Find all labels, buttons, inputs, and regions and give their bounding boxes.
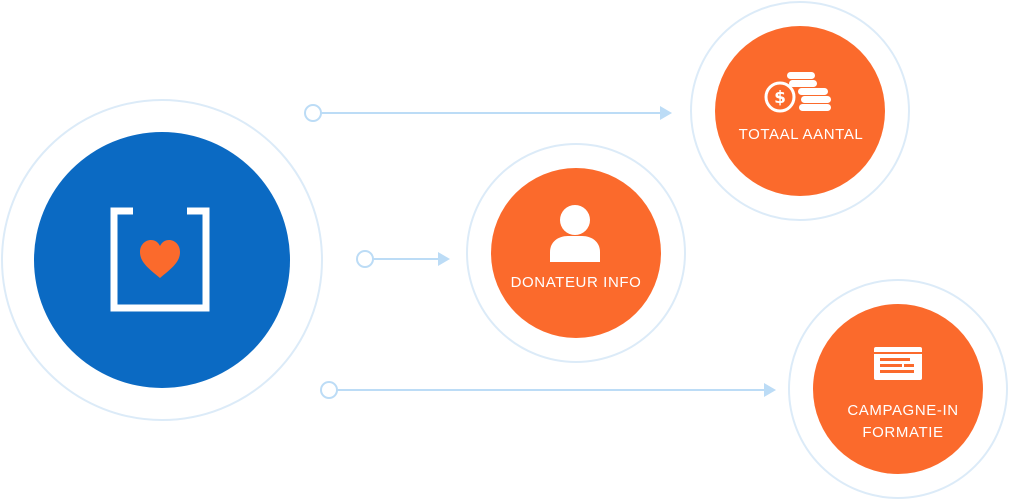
connector-to-totaal (304, 104, 672, 122)
donateur-info-label: DONATEUR INFO (510, 274, 642, 291)
node-totaal-circle (715, 26, 885, 196)
browser-window-icon (874, 347, 922, 380)
hub-outer-ring (1, 99, 323, 421)
campagne-label-line1: CAMPAGNE-IN (847, 402, 959, 419)
coins-dollar-icon: $ (764, 72, 831, 113)
totaal-aantal-label: TOTAAL AANTAL (738, 126, 864, 143)
node-campagne-ring (788, 279, 1008, 499)
svg-text:$: $ (774, 88, 786, 108)
donation-box-heart-icon (110, 207, 210, 312)
node-campagne-informatie (788, 279, 1008, 499)
hub-node (1, 99, 323, 421)
campagne-informatie-label: CAMPAGNE-IN FORMATIE (828, 400, 978, 444)
node-donateur-ring (466, 143, 686, 363)
node-campagne-circle (813, 304, 983, 474)
node-donateur-info (466, 143, 686, 363)
connector-to-donateur (356, 250, 450, 268)
node-totaal-ring (690, 1, 910, 221)
campagne-label-line2: FORMATIE (862, 424, 944, 441)
user-icon (550, 205, 600, 262)
node-totaal-aantal: $ (690, 1, 910, 221)
connector-to-campagne (320, 381, 776, 399)
